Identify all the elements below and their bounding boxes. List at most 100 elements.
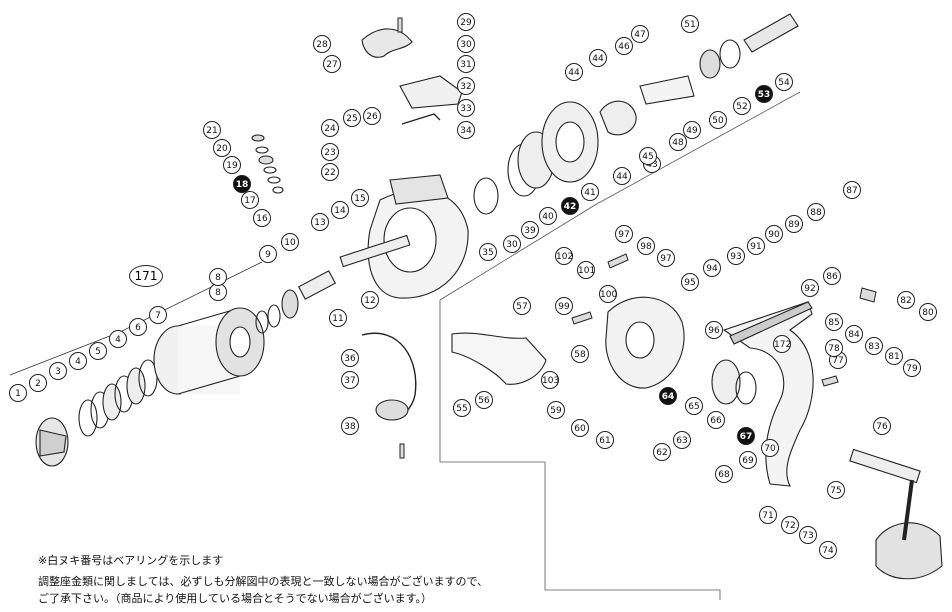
part-number-82: 82	[897, 291, 915, 309]
part-number-27: 27	[323, 55, 341, 73]
part-number-22: 22	[321, 163, 339, 181]
part-number-37: 37	[341, 371, 359, 389]
part-number-65: 65	[685, 397, 703, 415]
part-number-101: 101	[577, 261, 595, 279]
part-number-12: 12	[361, 291, 379, 309]
part-number-58: 58	[571, 345, 589, 363]
part-number-172: 172	[773, 335, 791, 353]
part-number-72: 72	[781, 516, 799, 534]
part-number-5: 5	[89, 342, 107, 360]
part-number-26: 26	[363, 107, 381, 125]
part-number-44: 44	[613, 167, 631, 185]
body-cover-drawing	[451, 332, 547, 385]
part-number-30: 30	[457, 35, 475, 53]
part-number-56: 56	[475, 391, 493, 409]
part-number-99: 99	[555, 297, 573, 315]
part-number-25: 25	[343, 109, 361, 127]
part-number-50: 50	[709, 111, 727, 129]
part-number-4: 4	[69, 352, 87, 370]
part-number-68: 68	[715, 465, 733, 483]
handle-drawing	[849, 448, 943, 580]
part-number-88: 88	[807, 203, 825, 221]
part-number-73: 73	[799, 526, 817, 544]
part-number-53: 53	[755, 85, 773, 103]
main-gear-drawing	[711, 359, 757, 405]
part-number-17: 17	[241, 191, 259, 209]
part-number-14: 14	[331, 201, 349, 219]
part-number-33: 33	[457, 99, 475, 117]
part-number-13: 13	[311, 213, 329, 231]
bail-arm-drawing	[361, 28, 413, 58]
gear-housing-drawing	[605, 296, 685, 389]
part-number-85: 85	[825, 313, 843, 331]
part-number-86: 86	[823, 267, 841, 285]
part-number-2: 2	[29, 374, 47, 392]
part-number-80: 80	[919, 303, 937, 321]
assembly-label-171: 171	[129, 265, 163, 287]
part-number-40: 40	[539, 207, 557, 225]
part-number-24: 24	[321, 119, 339, 137]
part-number-18: 18	[233, 175, 251, 193]
part-number-94: 94	[703, 259, 721, 277]
part-number-20: 20	[213, 139, 231, 157]
note-acknowledgement: ご了承下さい。（商品により使用している場合とそうでない場合がございます。）	[38, 592, 433, 605]
note-adjusting-washers: 調整座金類に関しましては、必ずしも分解図中の表現と一致しない場合がございますので…	[38, 575, 489, 588]
part-number-7: 7	[149, 306, 167, 324]
drag-washer-stack-drawing	[78, 359, 158, 437]
spool-drawing	[153, 307, 265, 395]
part-number-30: 30	[503, 235, 521, 253]
part-number-75: 75	[827, 481, 845, 499]
part-number-62: 62	[653, 443, 671, 461]
part-number-38: 38	[341, 417, 359, 435]
part-number-59: 59	[547, 401, 565, 419]
part-number-96: 96	[705, 321, 723, 339]
part-number-31: 31	[457, 55, 475, 73]
clutch-drawing	[473, 101, 599, 215]
part-number-19: 19	[223, 156, 241, 174]
part-number-44: 44	[589, 49, 607, 67]
part-number-52: 52	[733, 97, 751, 115]
line-roller-drawing	[375, 399, 409, 421]
part-number-100: 100	[599, 285, 617, 303]
part-number-83: 83	[865, 337, 883, 355]
part-number-57: 57	[513, 297, 531, 315]
part-number-35: 35	[479, 243, 497, 261]
part-number-6: 6	[129, 318, 147, 336]
part-number-95: 95	[681, 273, 699, 291]
part-number-91: 91	[747, 237, 765, 255]
part-number-55: 55	[453, 399, 471, 417]
part-number-15: 15	[351, 189, 369, 207]
part-number-32: 32	[457, 77, 475, 95]
arm-cover-drawing	[399, 75, 463, 109]
part-number-81: 81	[885, 347, 903, 365]
part-number-71: 71	[759, 506, 777, 524]
part-number-44: 44	[565, 63, 583, 81]
part-number-84: 84	[845, 325, 863, 343]
part-number-1: 1	[9, 384, 27, 402]
part-number-60: 60	[571, 419, 589, 437]
part-number-9: 9	[259, 245, 277, 263]
part-number-21: 21	[203, 121, 221, 139]
part-number-70: 70	[761, 439, 779, 457]
part-number-34: 34	[457, 121, 475, 139]
part-number-46: 46	[615, 37, 633, 55]
part-number-103: 103	[541, 371, 559, 389]
part-number-42: 42	[561, 197, 579, 215]
assembly-boundary-top	[439, 204, 596, 301]
part-number-48: 48	[669, 133, 687, 151]
part-number-16: 16	[253, 209, 271, 227]
part-number-74: 74	[819, 541, 837, 559]
part-number-97: 97	[657, 249, 675, 267]
part-number-69: 69	[739, 451, 757, 469]
part-number-76: 76	[873, 417, 891, 435]
arm-lever-drawing	[401, 113, 441, 125]
part-number-36: 36	[341, 349, 359, 367]
part-number-10: 10	[281, 233, 299, 251]
part-number-90: 90	[765, 225, 783, 243]
part-number-28: 28	[313, 35, 331, 53]
spool-knob-drawing	[35, 417, 69, 467]
part-number-8: 8	[209, 268, 227, 286]
note-bearing-legend: ※白ヌキ番号はベアリングを示します	[38, 554, 224, 567]
